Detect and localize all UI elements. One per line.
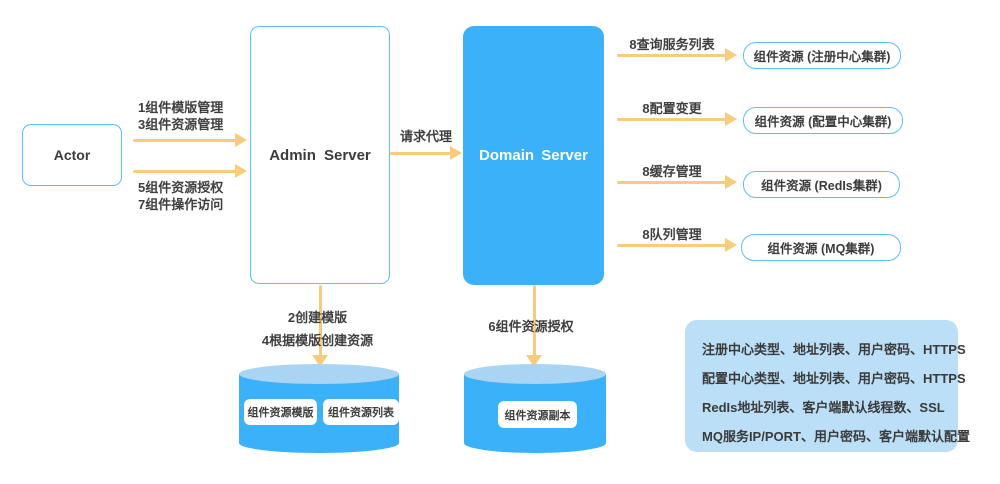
arrow-shaft	[133, 169, 237, 173]
arrow-actor-to-admin-bottom	[133, 164, 247, 178]
arrow-shaft	[617, 180, 727, 184]
node-admin-server-label: Admin Server	[269, 146, 371, 164]
cylinder-bottom	[239, 433, 399, 453]
flow-label-actor-admin-top-2: 3组件资源管理	[138, 117, 224, 132]
arrow-domain-to-queue	[617, 238, 737, 252]
arrow-shaft	[318, 285, 322, 357]
flow-label-actor-admin-top-1: 1组件模版管理	[138, 100, 224, 115]
arrow-shaft	[532, 285, 536, 357]
note-config: 配置中心类型、地址列表、用户密码、HTTPS	[702, 371, 966, 386]
arrow-admin-to-store	[312, 285, 328, 367]
node-domain-server: Domain Server	[463, 26, 604, 285]
db-item-replica: 组件资源副本	[498, 401, 577, 428]
flow-label-domain-registry: 8查询服务列表	[629, 37, 715, 52]
flow-label-admin-store: 2创建模版 4根据模版创建资源	[240, 306, 395, 352]
cylinder-top	[239, 364, 399, 384]
node-cluster-registry: 组件资源 (注册中心集群)	[743, 42, 901, 69]
cluster-redis-label: 组件资源 (RedIs集群)	[761, 179, 882, 193]
flow-label-domain-queue: 8队列管理	[642, 227, 702, 242]
arrow-shaft	[617, 117, 727, 121]
node-cluster-redis: 组件资源 (RedIs集群)	[743, 171, 900, 198]
arrow-admin-to-domain	[390, 146, 462, 160]
arrowhead-right-icon	[235, 164, 247, 178]
flow-label-actor-admin-bottom-1: 5组件资源授权	[138, 180, 224, 195]
cylinder-top	[464, 364, 606, 384]
flow-label-admin-domain: 请求代理	[399, 129, 452, 144]
arrowhead-down-icon	[526, 355, 542, 367]
arrowhead-right-icon	[725, 48, 737, 62]
arrow-shaft	[133, 138, 237, 142]
note-redis: RedIs地址列表、客户端默认线程数、SSL	[702, 400, 945, 415]
flow-label-domain-cache: 8缓存管理	[642, 164, 702, 179]
node-cluster-mq: 组件资源 (MQ集群)	[741, 234, 901, 261]
node-domain-server-label: Domain Server	[479, 147, 588, 164]
flow-label-admin-store-1: 2创建模版	[287, 310, 348, 325]
flow-label-admin-store-2: 4根据模版创建资源	[261, 333, 374, 348]
arrowhead-down-icon	[312, 355, 328, 367]
flow-label-domain-replica: 6组件资源授权	[488, 319, 574, 334]
arrowhead-right-icon	[235, 133, 247, 147]
arrowhead-right-icon	[725, 238, 737, 252]
arrowhead-right-icon	[725, 175, 737, 189]
arrow-domain-to-config	[617, 112, 737, 126]
arrow-shaft	[617, 53, 727, 57]
db-item-list: 组件资源列表	[323, 399, 399, 425]
note-mq: MQ服务IP/PORT、用户密码、客户端默认配置	[702, 429, 970, 444]
cluster-mq-label: 组件资源 (MQ集群)	[767, 242, 875, 256]
arrow-domain-to-registry	[617, 48, 737, 62]
db-item-template: 组件资源模版	[244, 399, 317, 425]
arrow-actor-to-admin-top	[133, 133, 247, 147]
cylinder-bottom	[464, 433, 606, 453]
arrow-domain-to-replica	[526, 285, 542, 367]
cluster-config-label: 组件资源 (配置中心集群)	[754, 115, 892, 129]
node-cluster-config: 组件资源 (配置中心集群)	[743, 107, 903, 134]
database-cylinder-replica	[464, 364, 606, 453]
arrow-shaft	[617, 243, 727, 247]
note-registry: 注册中心类型、地址列表、用户密码、HTTPS	[702, 342, 966, 357]
arrow-shaft	[390, 151, 452, 155]
arrowhead-right-icon	[725, 112, 737, 126]
node-actor-label: Actor	[53, 147, 91, 163]
arrow-domain-to-cache	[617, 175, 737, 189]
flow-label-actor-admin-bottom-2: 7组件操作访问	[138, 197, 224, 212]
arrowhead-right-icon	[450, 146, 462, 160]
node-admin-server: Admin Server	[250, 26, 390, 284]
config-notes-panel: 注册中心类型、地址列表、用户密码、HTTPS 配置中心类型、地址列表、用户密码、…	[685, 320, 970, 452]
flow-label-domain-config: 8配置变更	[642, 101, 702, 116]
cluster-registry-label: 组件资源 (注册中心集群)	[753, 50, 891, 64]
node-actor: Actor	[22, 124, 122, 186]
